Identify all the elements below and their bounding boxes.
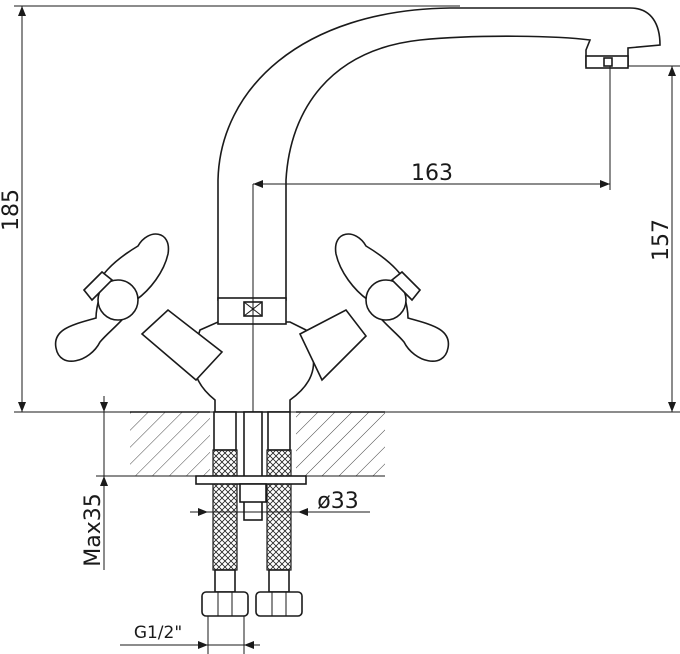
dimension-label-diameter: ø33 bbox=[317, 489, 358, 514]
dimension-label-163: 163 bbox=[411, 161, 453, 186]
dimension-spout-height: 157 bbox=[649, 66, 676, 412]
dimension-hole-diameter: ø33 bbox=[190, 489, 370, 516]
dimension-label-157: 157 bbox=[649, 219, 674, 261]
dimension-label-max35: Max35 bbox=[81, 493, 106, 566]
dimension-spout-reach: 163 bbox=[252, 66, 611, 412]
dimension-label-185: 185 bbox=[0, 189, 24, 231]
dimension-thread: G1/2" bbox=[120, 616, 260, 654]
spout bbox=[217, 7, 661, 301]
left-handle bbox=[54, 233, 224, 382]
extension-lines bbox=[14, 5, 680, 413]
dimension-counter-thickness: Max35 bbox=[81, 396, 196, 570]
right-handle bbox=[298, 233, 450, 382]
dimension-total-height: 185 bbox=[0, 6, 26, 412]
dimension-label-thread: G1/2" bbox=[134, 623, 182, 643]
